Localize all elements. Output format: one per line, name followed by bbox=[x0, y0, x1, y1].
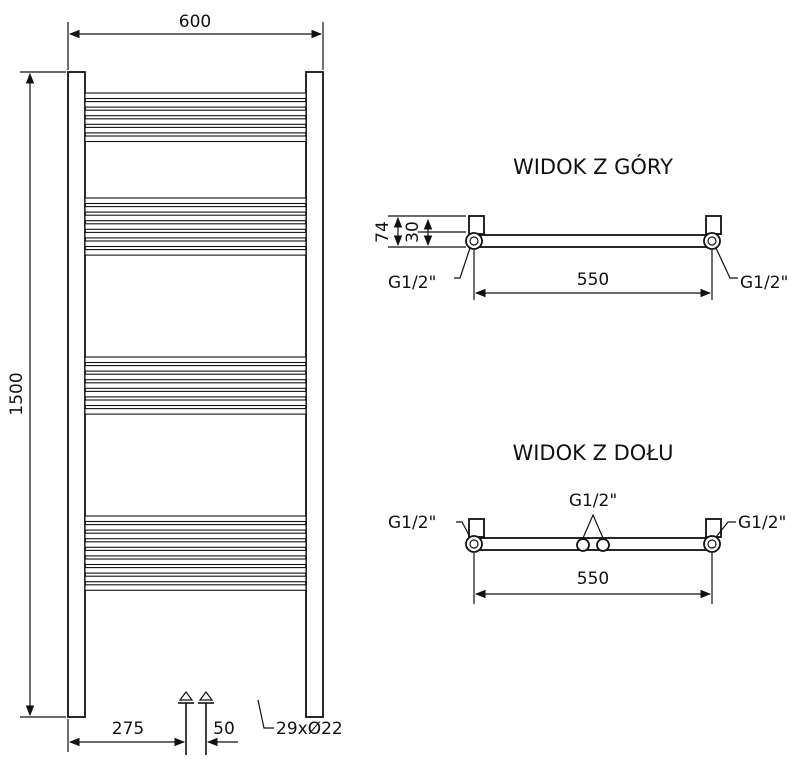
bottom-view-center-port-left bbox=[576, 538, 590, 552]
tube-1-5 bbox=[84, 240, 307, 248]
bottom-view-end-left bbox=[468, 518, 485, 538]
bottom-span-label: 550 bbox=[577, 569, 609, 589]
tube-3-4 bbox=[84, 549, 307, 557]
front-view: 600 1500 275 50 29xØ22 bbox=[7, 12, 343, 755]
bottom-view-rail bbox=[473, 537, 713, 551]
bottom-view: WIDOK Z DOŁU G1/2" G1/2" G1/2" 550 bbox=[388, 441, 786, 604]
top-right-connector-label: G1/2" bbox=[740, 273, 788, 293]
tube-0-4 bbox=[84, 126, 307, 134]
tube-0-5 bbox=[84, 135, 307, 143]
top-view-rail bbox=[473, 234, 713, 248]
tube-2-6 bbox=[84, 408, 307, 415]
supply-pipe-right bbox=[198, 691, 214, 755]
tube-1-3 bbox=[84, 223, 307, 230]
tubes-leader bbox=[257, 699, 274, 729]
tube-2-4 bbox=[84, 390, 307, 398]
left-offset-label: 275 bbox=[112, 719, 144, 739]
tube-2-1 bbox=[84, 365, 307, 372]
axis-label: 30 bbox=[403, 221, 423, 243]
tube-3-2 bbox=[84, 532, 307, 540]
tube-1-4 bbox=[84, 231, 307, 239]
tube-3-7 bbox=[84, 575, 307, 583]
horizontal-tubes bbox=[84, 92, 307, 591]
top-view-end-right bbox=[705, 215, 722, 235]
tube-3-1 bbox=[84, 524, 307, 531]
bottom-view-center-port-right bbox=[596, 538, 610, 552]
top-view-valve-right bbox=[703, 232, 721, 250]
bottom-view-title: WIDOK Z DOŁU bbox=[512, 441, 673, 465]
bottom-right-connector-leader bbox=[715, 521, 736, 538]
pipe-spacing-label: 50 bbox=[213, 719, 235, 739]
tube-1-1 bbox=[84, 206, 307, 213]
tube-3-5 bbox=[84, 558, 307, 566]
tube-3-0 bbox=[84, 515, 307, 523]
top-view-valve-left bbox=[465, 232, 483, 250]
tube-1-6 bbox=[84, 249, 307, 256]
top-view-title: WIDOK Z GÓRY bbox=[513, 154, 673, 179]
bottom-view-valve-left bbox=[465, 535, 483, 553]
tube-0-0 bbox=[84, 92, 307, 100]
width-label: 600 bbox=[179, 12, 211, 32]
top-view: WIDOK Z GÓRY 74 30 G1/2" G1/2" 550 bbox=[373, 154, 788, 300]
bottom-view-valve-right bbox=[703, 535, 721, 553]
top-right-connector-leader bbox=[715, 247, 738, 279]
tube-2-0 bbox=[84, 356, 307, 364]
tube-3-6 bbox=[84, 567, 307, 574]
height-label: 1500 bbox=[7, 372, 27, 415]
tube-1-0 bbox=[84, 197, 307, 205]
tube-0-2 bbox=[84, 109, 307, 117]
tube-2-3 bbox=[84, 382, 307, 389]
bottom-center-connector-leader bbox=[582, 513, 604, 539]
bottom-left-connector-leader bbox=[456, 521, 471, 538]
tube-3-3 bbox=[84, 541, 307, 548]
tube-0-3 bbox=[84, 118, 307, 125]
tube-2-2 bbox=[84, 373, 307, 381]
bottom-center-connector-label: G1/2" bbox=[569, 491, 617, 511]
top-left-connector-leader bbox=[454, 247, 471, 279]
top-left-connector-label: G1/2" bbox=[388, 273, 436, 293]
tubes-label: 29xØ22 bbox=[276, 719, 343, 739]
tube-0-1 bbox=[84, 101, 307, 108]
tube-1-2 bbox=[84, 214, 307, 222]
left-upright bbox=[67, 71, 86, 718]
supply-pipe-left bbox=[178, 691, 194, 755]
tube-3-8 bbox=[84, 584, 307, 591]
bottom-left-connector-label: G1/2" bbox=[388, 513, 436, 533]
tube-2-5 bbox=[84, 399, 307, 407]
top-view-end-left bbox=[468, 215, 485, 235]
bottom-right-connector-label: G1/2" bbox=[738, 513, 786, 533]
depth-label: 74 bbox=[373, 221, 393, 243]
right-upright bbox=[305, 71, 324, 718]
top-span-label: 550 bbox=[577, 270, 609, 290]
